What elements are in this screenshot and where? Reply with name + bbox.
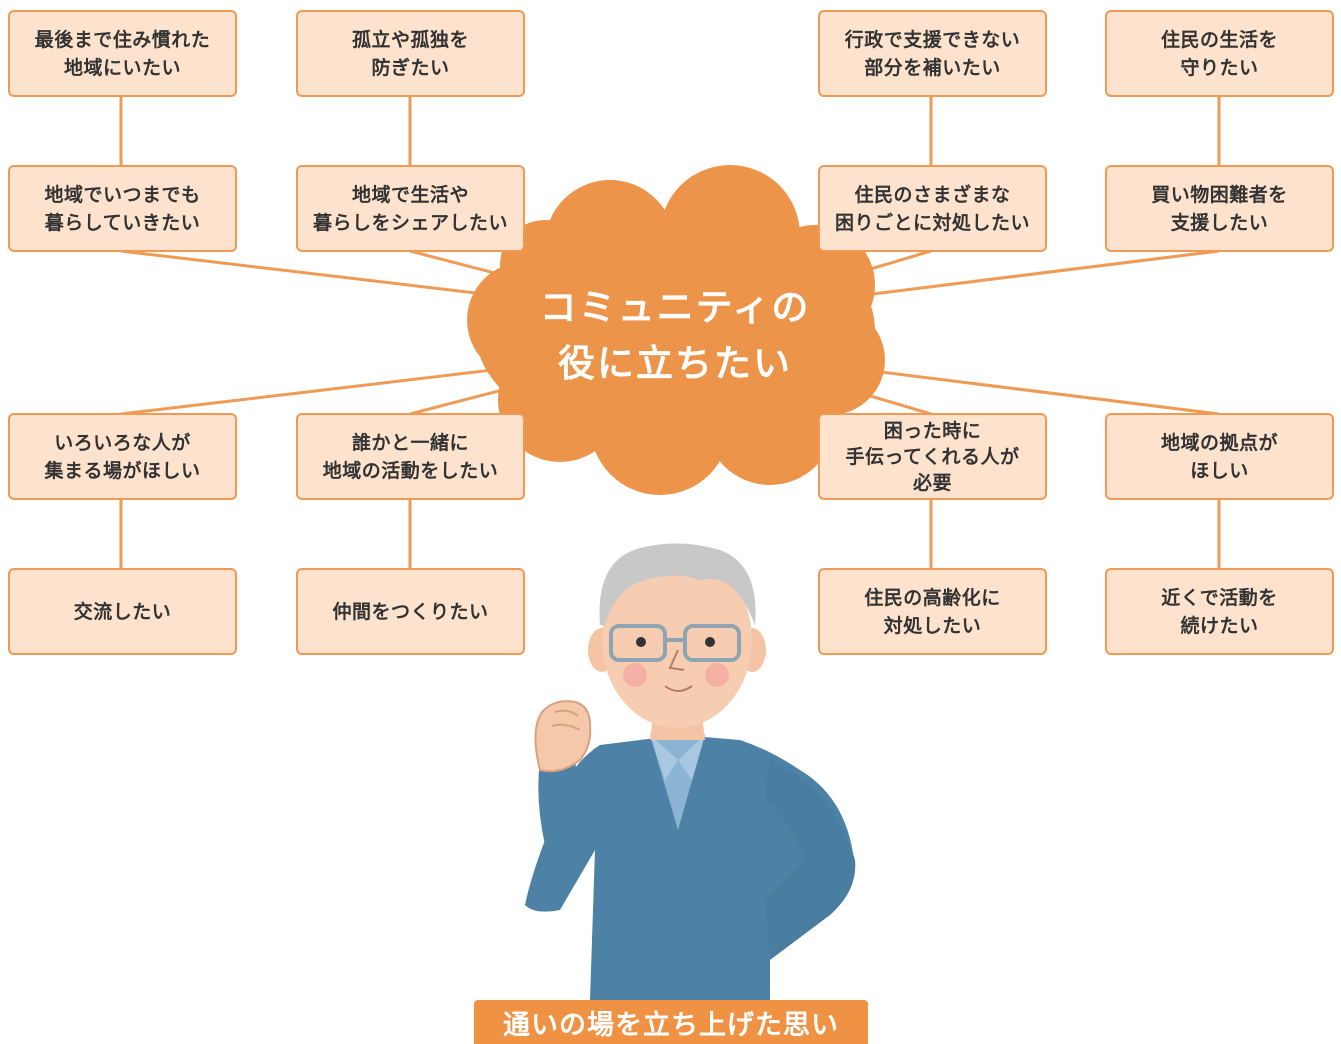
box-interact: 交流したい	[8, 568, 237, 655]
box-continue-nearby: 近くで活動を 続けたい	[1105, 568, 1334, 655]
box-aging-residents: 住民の高齢化に 対処したい	[818, 568, 1047, 655]
box-community-base: 地域の拠点が ほしい	[1105, 413, 1334, 500]
box-share-living: 地域で生活や 暮らしをシェアしたい	[296, 165, 525, 252]
box-need-helpers: 困った時に 手伝ってくれる人が 必要	[818, 413, 1047, 500]
box-live-forever: 地域でいつまでも 暮らしていきたい	[8, 165, 237, 252]
box-supplement-government: 行政で支援できない 部分を補いたい	[818, 10, 1047, 97]
center-label: コミュニティの 役に立ちたい	[539, 286, 811, 385]
box-make-friends: 仲間をつくりたい	[296, 568, 525, 655]
box-prevent-isolation: 孤立や孤独を 防ぎたい	[296, 10, 525, 97]
box-protect-residents: 住民の生活を 守りたい	[1105, 10, 1334, 97]
box-activity-together: 誰かと一緒に 地域の活動をしたい	[296, 413, 525, 500]
box-gathering-place: いろいろな人が 集まる場がほしい	[8, 413, 237, 500]
box-handle-troubles: 住民のさまざまな 困りごとに対処したい	[818, 165, 1047, 252]
box-stay-in-area: 最後まで住み慣れた 地域にいたい	[8, 10, 237, 97]
box-shopping-support: 買い物困難者を 支援したい	[1105, 165, 1334, 252]
caption-banner: 通いの場を立ち上げた思い	[474, 1000, 868, 1044]
